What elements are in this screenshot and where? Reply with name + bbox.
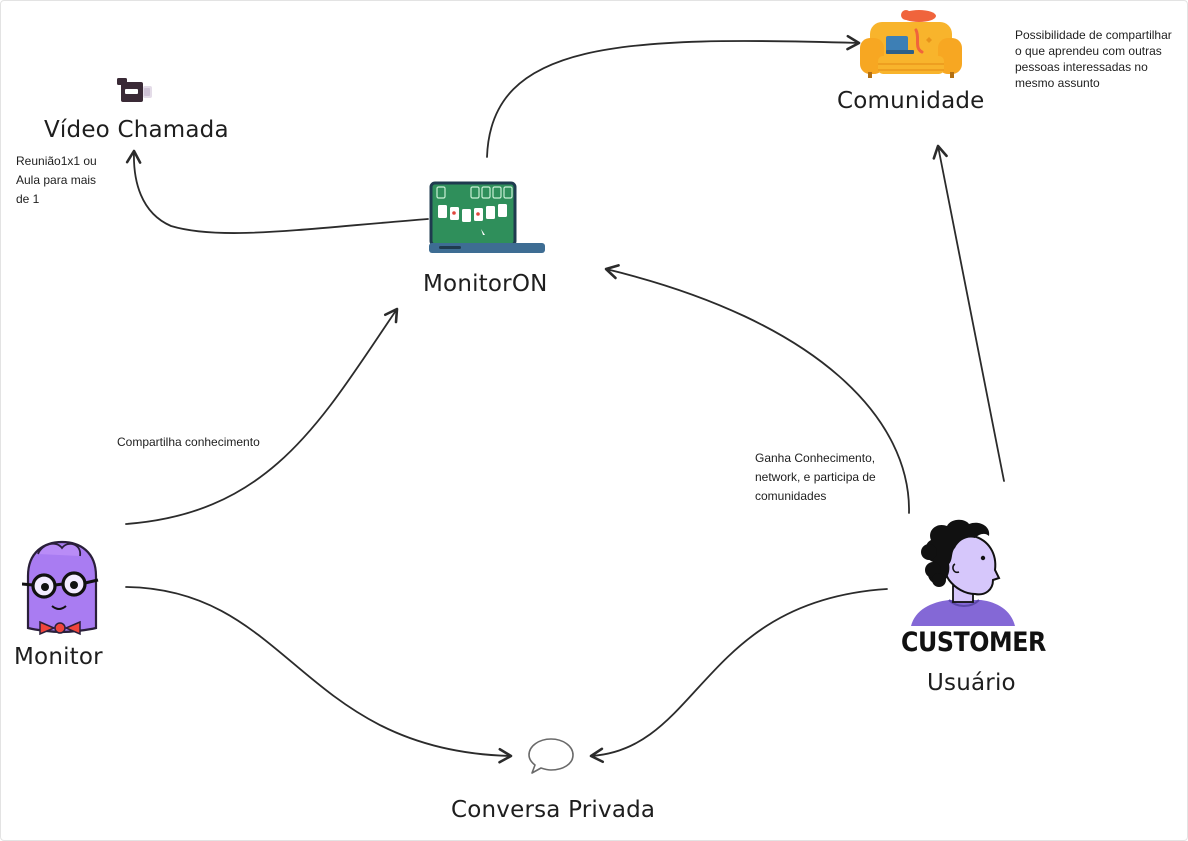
- comunidade-note: Possibilidade de compartilhar o que apre…: [1015, 27, 1172, 91]
- customer-avatar-icon: [909, 518, 1017, 633]
- note-line: pessoas interessadas no: [1015, 60, 1148, 74]
- edge-monitoron-to-video-chamada: [125, 149, 429, 234]
- note-line: mesmo assunto: [1015, 76, 1100, 90]
- video-chamada-label: Vídeo Chamada: [44, 117, 229, 143]
- note-line: Aula para mais: [16, 173, 97, 187]
- note-line: Compartilha conhecimento: [117, 435, 260, 449]
- note-line: Reunião1x1 ou: [16, 154, 97, 168]
- edge-usuario-to-conversa-privada: [589, 588, 888, 764]
- edge-monitor-to-monitoron: [125, 307, 399, 525]
- speech-bubble-icon: [526, 736, 576, 781]
- comunidade-label: Comunidade: [837, 88, 985, 114]
- note-line: Possibilidade de compartilhar: [1015, 28, 1172, 42]
- note-line: comunidades: [755, 489, 827, 503]
- edge-monitoron-to-comunidade: [486, 34, 861, 158]
- note-line: de 1: [16, 192, 40, 206]
- edge-usuario-to-monitoron: [604, 264, 910, 514]
- monitor-edge-note: Compartilha conhecimento: [117, 433, 260, 452]
- customer-badge: CUSTOMER: [901, 627, 1046, 658]
- laptop-icon: [429, 181, 547, 262]
- edge-usuario-to-comunidade: [932, 144, 1005, 482]
- note-line: o que aprendeu com outras: [1015, 44, 1162, 58]
- video-chamada-note: Reunião1x1 ou Aula para mais de 1: [16, 152, 97, 209]
- note-line: network, e participa de: [755, 470, 876, 484]
- monitoron-label: MonitorON: [423, 271, 548, 297]
- usuario-edge-note: Ganha Conhecimento, network, e participa…: [755, 449, 876, 506]
- conversa-privada-label: Conversa Privada: [451, 797, 656, 823]
- couch-icon: [856, 8, 966, 85]
- note-line: Ganha Conhecimento,: [755, 451, 876, 465]
- edge-monitor-to-conversa-privada: [125, 586, 513, 764]
- video-camera-icon: [115, 74, 155, 111]
- monitor-character-icon: [21, 538, 100, 647]
- usuario-label: Usuário: [927, 670, 1016, 696]
- monitor-label: Monitor: [14, 644, 103, 670]
